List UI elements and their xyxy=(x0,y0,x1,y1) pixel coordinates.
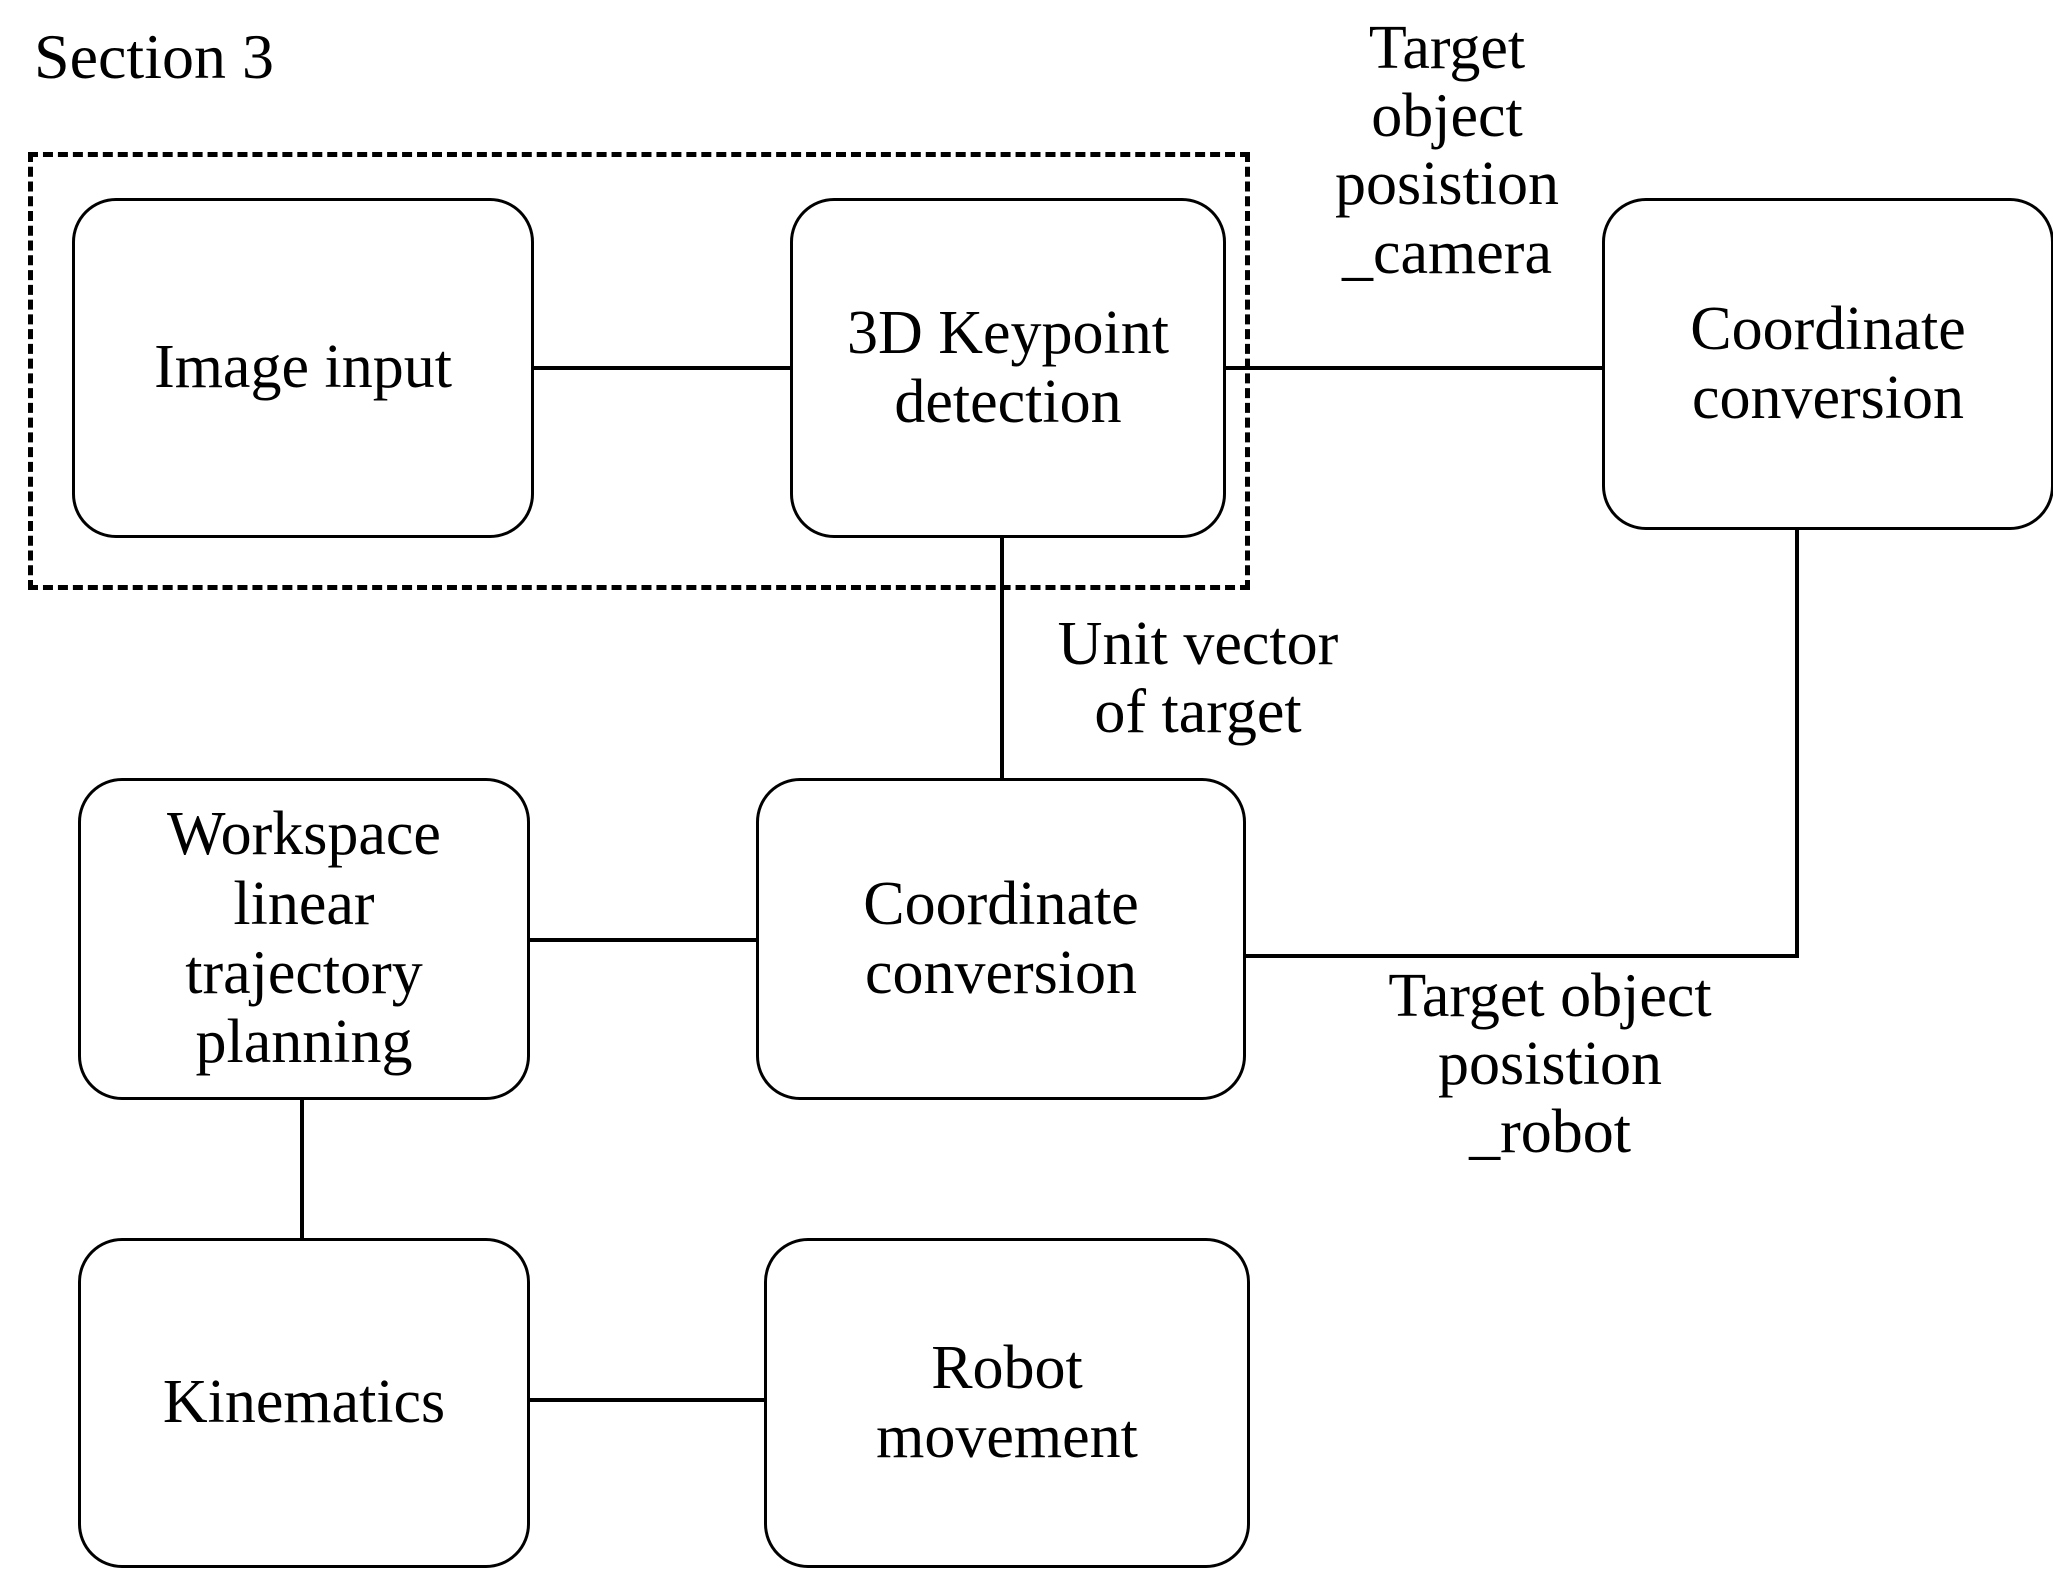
node-robot-movement-label: Robot movement xyxy=(876,1333,1138,1471)
connector-keypoint-to-coord-conv-mid xyxy=(1000,536,1004,778)
edge-label-target-object-position-camera: Target object posistion _camera xyxy=(1335,14,1559,287)
connector-keypoint-to-coord-conv-top xyxy=(1222,366,1606,370)
node-image-input[interactable]: Image input xyxy=(72,198,534,538)
node-workspace-planning-label: Workspace linear trajectory planning xyxy=(167,800,441,1077)
connector-workspace-to-kinematics xyxy=(300,1098,304,1238)
node-workspace-planning[interactable]: Workspace linear trajectory planning xyxy=(78,778,530,1100)
node-coord-conv-mid-label: Coordinate conversion xyxy=(863,869,1139,1007)
node-keypoint-detection[interactable]: 3D Keypoint detection xyxy=(790,198,1226,538)
node-kinematics-label: Kinematics xyxy=(162,1368,446,1437)
edge-label-target-object-position-robot: Target object posistion _robot xyxy=(1388,962,1712,1167)
connector-coord-conv-top-to-coord-conv-mid xyxy=(1246,954,1799,958)
node-robot-movement[interactable]: Robot movement xyxy=(764,1238,1250,1568)
node-coord-conv-mid[interactable]: Coordinate conversion xyxy=(756,778,1246,1100)
connector-coord-conv-top-down xyxy=(1795,528,1799,958)
connector-image-input-to-keypoint xyxy=(532,366,794,370)
edge-label-unit-vector-of-target: Unit vector of target xyxy=(1057,610,1339,747)
connector-kinematics-to-robot-movement xyxy=(530,1398,764,1402)
node-coord-conv-top[interactable]: Coordinate conversion xyxy=(1602,198,2053,530)
node-coord-conv-top-label: Coordinate conversion xyxy=(1690,294,1966,432)
node-keypoint-detection-label: 3D Keypoint detection xyxy=(846,298,1170,436)
section-3-title: Section 3 xyxy=(34,21,274,92)
connector-workspace-to-coord-conv-mid xyxy=(530,938,758,942)
node-image-input-label: Image input xyxy=(154,333,452,402)
section-3-group-box xyxy=(28,152,1250,590)
node-kinematics[interactable]: Kinematics xyxy=(78,1238,530,1568)
